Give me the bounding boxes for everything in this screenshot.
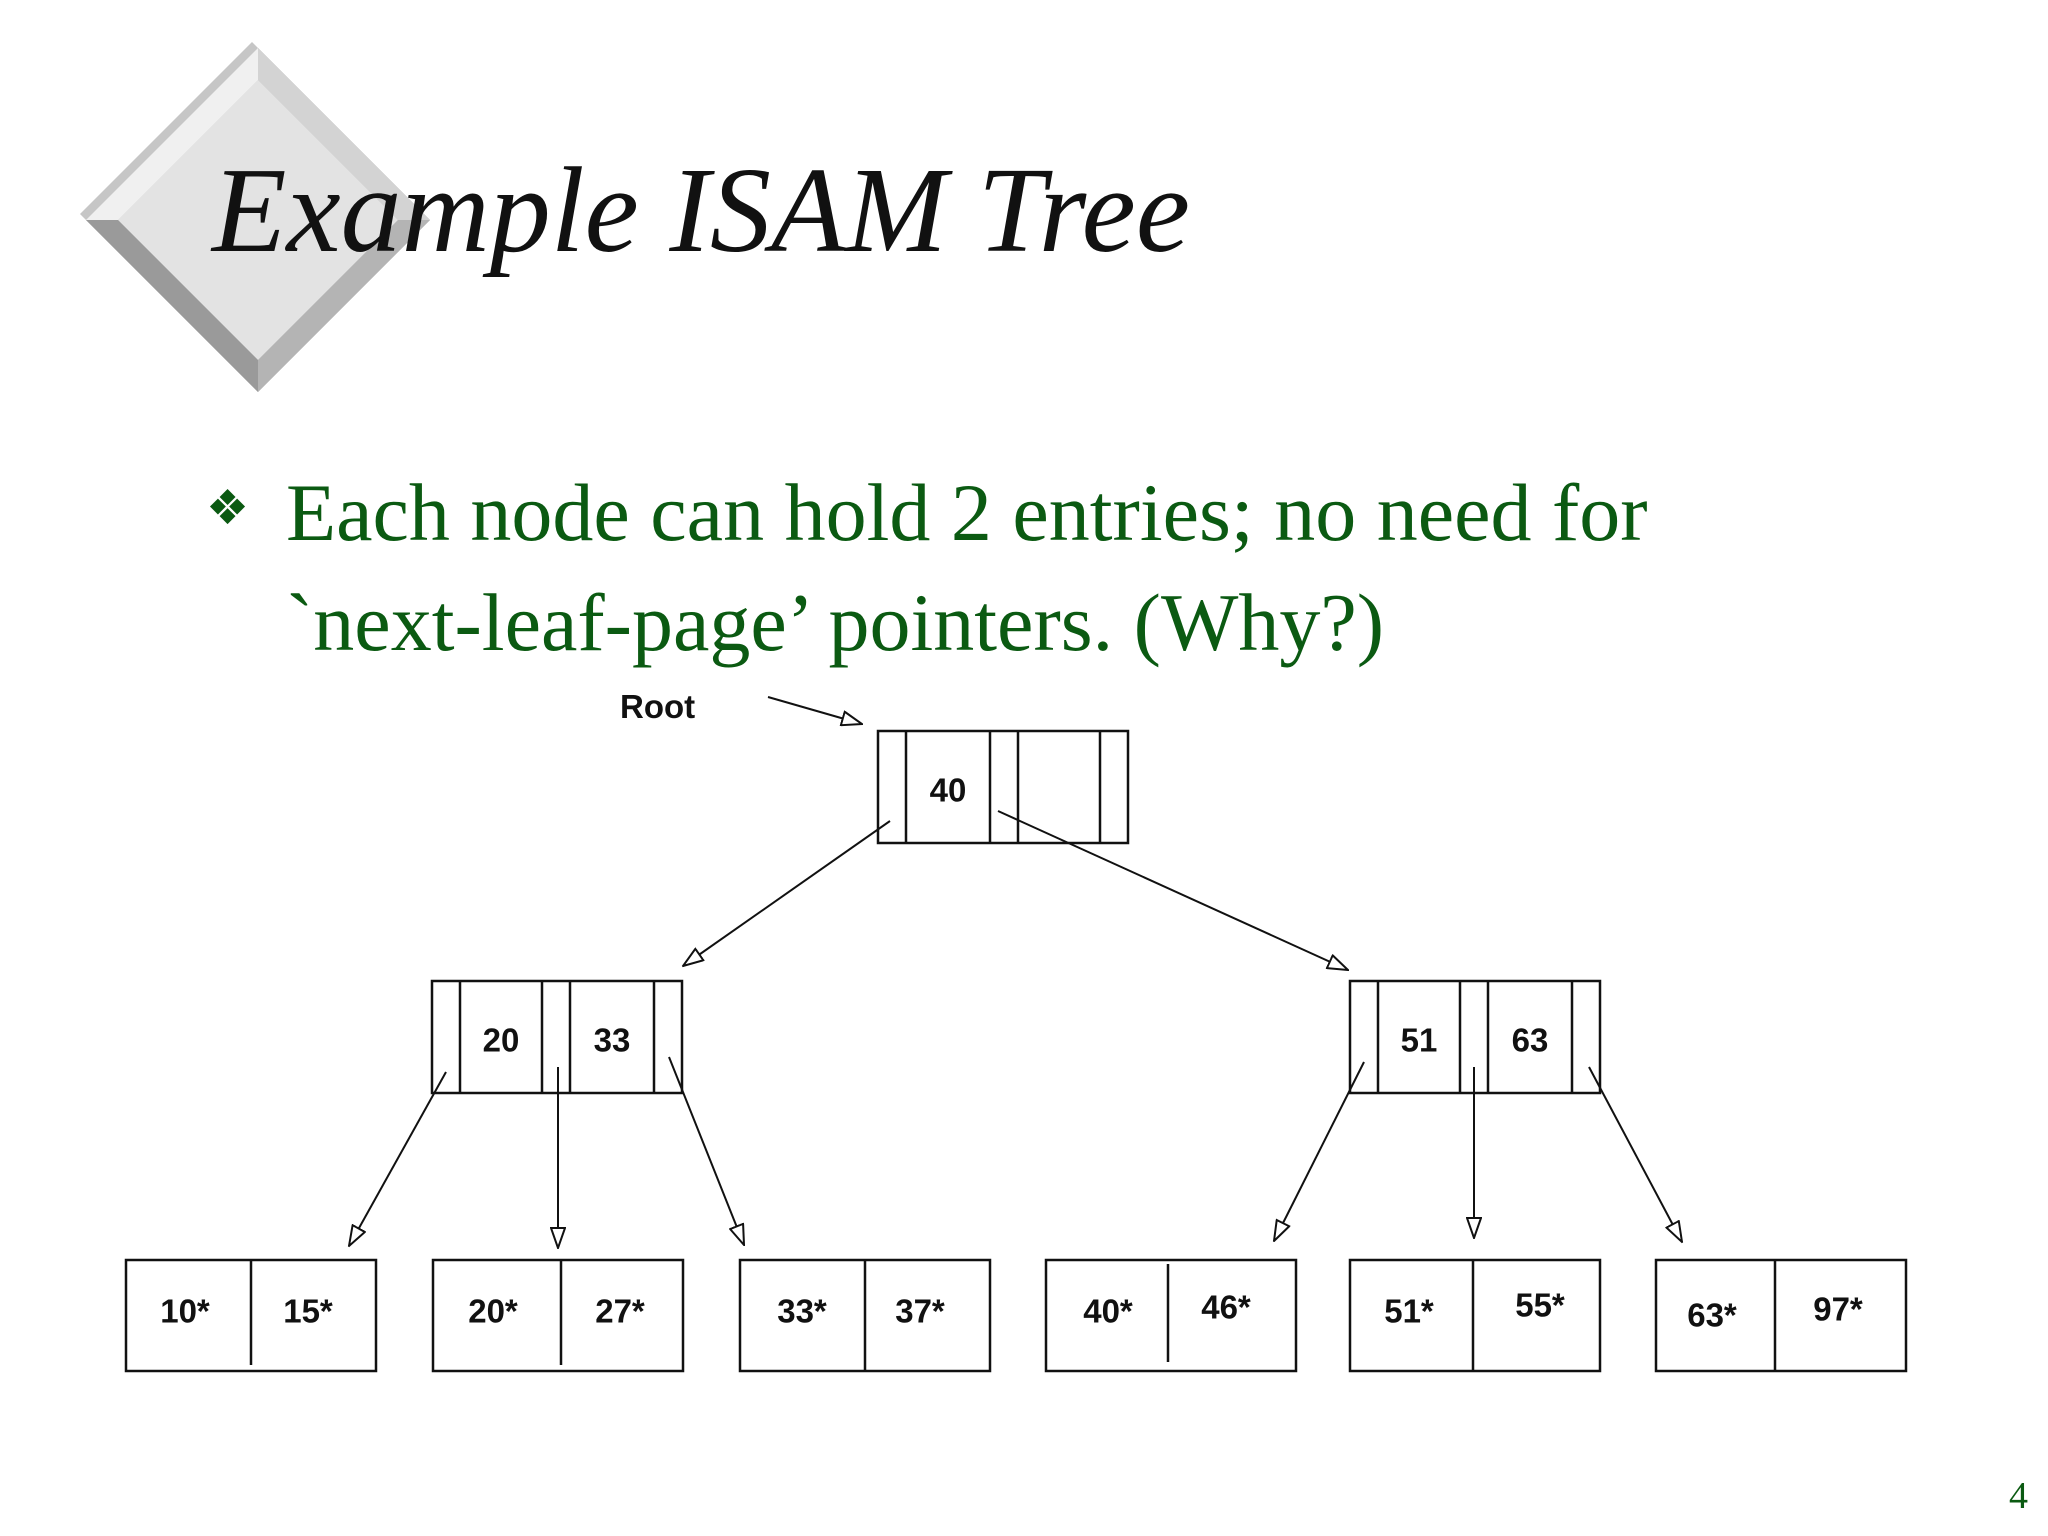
root-pointer-arrow xyxy=(767,696,862,724)
slide-title: Example ISAM Tree xyxy=(212,143,1190,278)
bullet-text: Each node can hold 2 entries; no need fo… xyxy=(286,458,1926,678)
bullet-line-2: `next-leaf-page’ pointers. (Why?) xyxy=(286,577,1385,668)
leaf-entry: 51* xyxy=(1384,1293,1434,1330)
page-number: 4 xyxy=(2009,1475,2028,1517)
root-node: 40 xyxy=(876,729,1130,845)
leaf-entry: 40* xyxy=(1083,1293,1133,1330)
pointer-arrow-leaf-3 xyxy=(668,1056,744,1245)
decorative-diamond xyxy=(80,42,430,392)
leaf-entry: 97* xyxy=(1813,1291,1863,1328)
leaf-entry: 46* xyxy=(1201,1289,1251,1326)
pointer-arrow-leaf-4 xyxy=(1274,1061,1365,1241)
leaf-node-1: 10* 15* xyxy=(124,1258,378,1373)
root-key: 40 xyxy=(930,772,967,809)
leaf-node-4: 40* 46* xyxy=(1044,1258,1298,1373)
leaf-node-3: 33* 37* xyxy=(738,1258,992,1373)
leaf-entry: 15* xyxy=(283,1293,333,1330)
root-right-arrow xyxy=(997,810,1348,970)
leaf-entry: 33* xyxy=(777,1293,827,1330)
leaf-node-5: 51* 55* xyxy=(1348,1258,1602,1373)
leaf-entry: 37* xyxy=(895,1293,945,1330)
pointer-arrow-leaf-6 xyxy=(1588,1066,1682,1242)
pointer-arrow-leaf-1 xyxy=(349,1071,447,1246)
leaf-entry: 63* xyxy=(1687,1297,1737,1334)
internal-left-key-2: 33 xyxy=(594,1022,631,1059)
bullet-line-1: Each node can hold 2 entries; no need fo… xyxy=(286,467,1648,558)
leaf-node-6: 63* 97* xyxy=(1654,1258,1908,1373)
bullet-icon: ❖ xyxy=(206,480,250,536)
root-label: Root xyxy=(620,688,695,725)
internal-left-key-1: 20 xyxy=(483,1022,520,1059)
leaf-node-2: 20* 27* xyxy=(431,1258,685,1373)
leaf-entry: 10* xyxy=(160,1293,210,1330)
root-left-arrow xyxy=(683,820,891,966)
internal-right-key-2: 63 xyxy=(1512,1022,1549,1059)
leaf-entry: 20* xyxy=(468,1293,518,1330)
leaf-entry: 55* xyxy=(1515,1287,1565,1324)
internal-right-key-1: 51 xyxy=(1401,1022,1438,1059)
leaf-entry: 27* xyxy=(595,1293,645,1330)
